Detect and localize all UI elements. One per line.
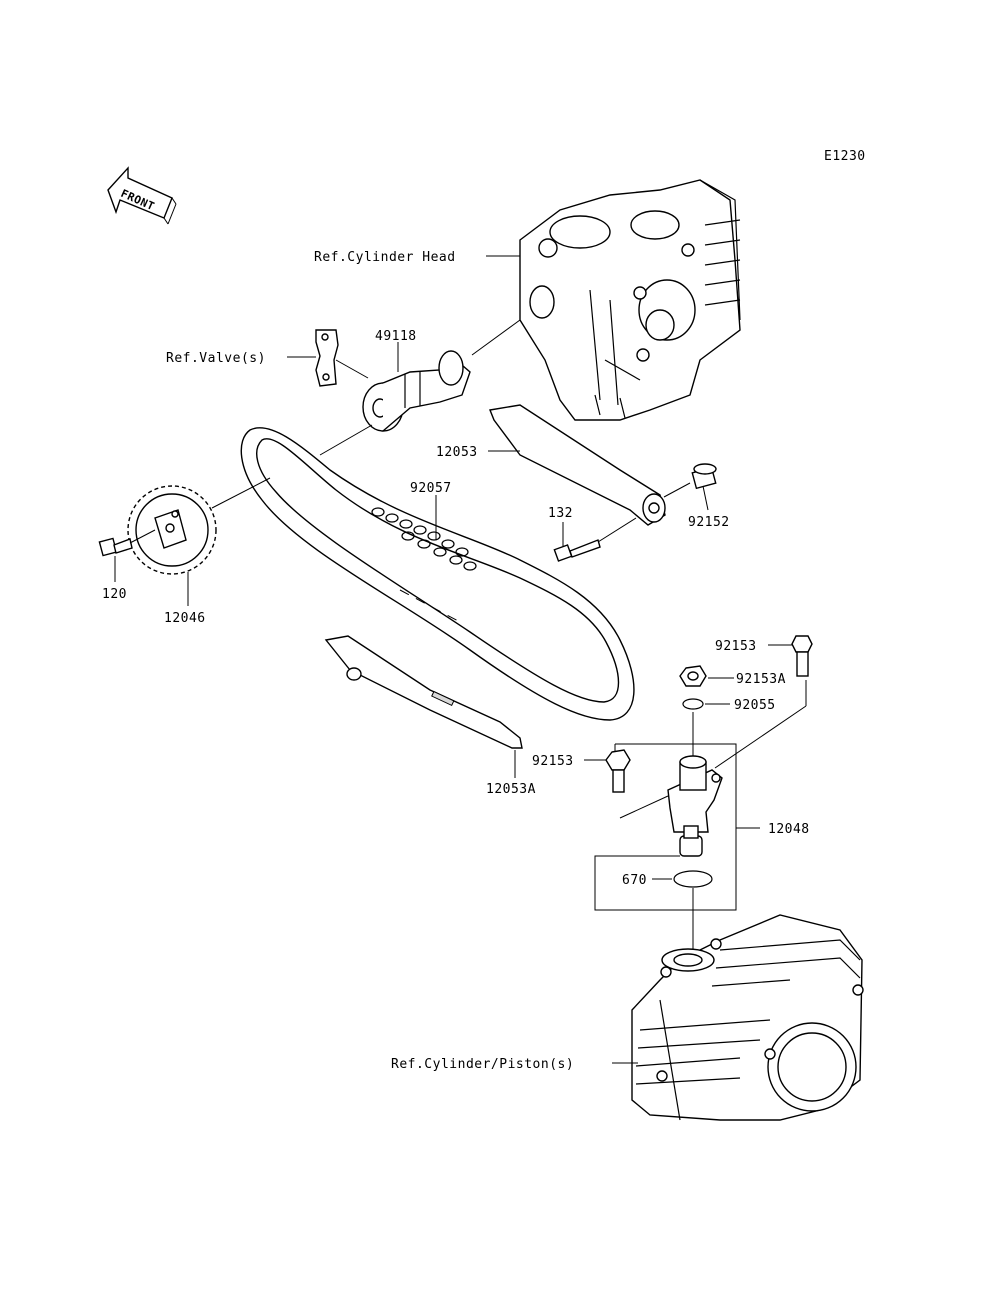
bolt-120-illustration [98,537,133,557]
part-sprocket: 12046 [164,611,206,626]
part-guide-upper: 12053 [436,445,478,460]
ref-cylinder-piston: Ref.Cylinder/Piston(s) [391,1057,574,1072]
part-oring-670: 670 [622,873,647,888]
lower-chain-guide-illustration [324,635,523,749]
part-guide-lower: 12053A [486,782,536,797]
part-bolt-120: 120 [102,587,127,602]
front-arrow-icon: FRONT [107,166,177,225]
sprocket-illustration [127,485,217,575]
part-camshaft: 49118 [375,329,417,344]
bolt-92153-left-illustration [605,749,631,793]
cam-chain-illustration [240,427,635,721]
part-bolt-left: 92153 [532,754,574,769]
part-bolt-132: 132 [548,506,573,521]
oring-670-icon [673,870,713,888]
part-collar: 92152 [688,515,730,530]
tensioner-illustration [667,755,723,857]
oring-small-icon [682,698,704,710]
cylinder-head-illustration [519,179,741,421]
ref-valves: Ref.Valve(s) [166,351,266,366]
camshaft-illustration [362,350,471,432]
upper-chain-guide-illustration [489,404,666,526]
valve-plate-illustration [315,329,339,387]
part-oring-small: 92055 [734,698,776,713]
part-bolt-92153a: 92153A [736,672,786,687]
part-chain: 92057 [410,481,452,496]
bolt-92153a-illustration [679,665,707,687]
cylinder-illustration [631,914,864,1121]
part-tensioner: 12048 [768,822,810,837]
bolt-92153-top-illustration [791,635,813,677]
collar-illustration [691,463,717,490]
bolt-132-illustration [553,539,601,562]
ref-cylinder-head: Ref.Cylinder Head [314,250,456,265]
part-bolt-top: 92153 [715,639,757,654]
diagram-code: E1230 [824,149,866,164]
